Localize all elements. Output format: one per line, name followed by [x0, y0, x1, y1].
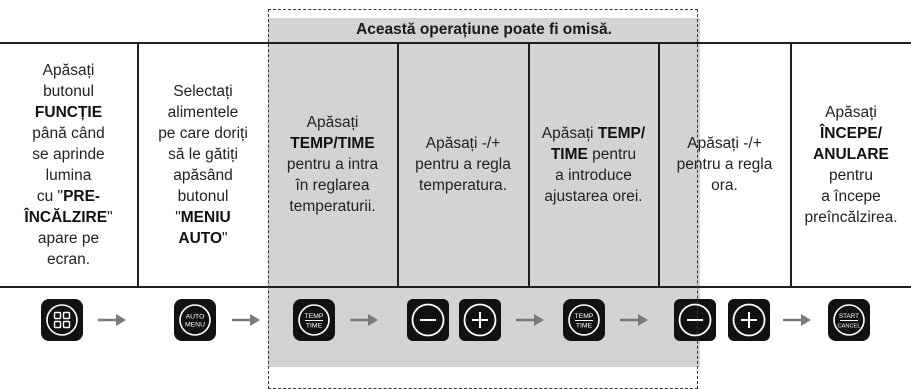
arrow-right-icon [783, 314, 811, 326]
minus-icon [407, 299, 449, 341]
step-text-run: pentru a intra [286, 156, 379, 173]
temp-time-label-2: TIME [306, 323, 323, 330]
step-bold-text: TIME [550, 145, 588, 163]
column-divider [137, 42, 139, 286]
step-bold-text: PRE- [63, 187, 101, 205]
step-text-run: a începe [821, 187, 881, 205]
step-text-run: pentru [829, 166, 873, 184]
arrow-right-icon [516, 314, 544, 326]
step-text-run: apare pe [37, 229, 100, 247]
plus-icon [459, 299, 501, 341]
step-4-instruction: Apăsați -/+ pentru a regla temperatura. [398, 43, 528, 286]
step-text-run: pentru a regla [415, 156, 511, 173]
auto-menu-label-2: MENU [185, 322, 205, 329]
step-bold-text: ÎNCEPE/ [819, 124, 882, 142]
step-bold-text: TEMP/TIME [290, 135, 375, 152]
temp-time-label-2: TIME [576, 323, 593, 330]
step-text-run: se aprinde [32, 145, 105, 163]
function-grid-icon [41, 299, 83, 341]
table-row-divider [0, 286, 911, 288]
temp-time-icon: TEMP TIME [293, 299, 335, 341]
step-text-run: ecran. [46, 250, 91, 268]
temp-time-label-1: TEMP [575, 313, 594, 320]
column-divider [397, 42, 399, 286]
step-text-run: " [107, 208, 113, 226]
arrow-right-icon [620, 314, 648, 326]
step-text-run: pentru a regla [676, 156, 773, 173]
step-text-run: Apăsați [42, 61, 95, 79]
step-bold-text: ANULARE [813, 145, 889, 163]
plus-icon [728, 299, 770, 341]
step-text-run: Apăsați [541, 124, 598, 142]
optional-steps-header: Această operațiune poate fi omisă. [356, 21, 612, 38]
step-text-run: Selectați [173, 82, 233, 100]
step-bold-text: FUNCȚIE [34, 103, 103, 121]
step-text-run: până când [32, 124, 105, 142]
step-text-run: lumina [45, 166, 92, 184]
arrow-right-icon [98, 314, 126, 326]
step-5-instruction: Apăsați TEMP/TIME pentru a introduce ajust… [529, 43, 658, 286]
step-text-run: Apăsați [306, 114, 359, 131]
step-text-run: pe care doriți [158, 124, 248, 142]
column-divider [528, 42, 530, 286]
start-cancel-label-1: START [839, 313, 859, 320]
step-text: Selectați alimentele pe care doriți să le g… [158, 81, 248, 249]
step-6-instruction: Apăsați -/+ pentru a regla ora. [659, 43, 790, 286]
step-2-instruction: Selectați alimentele pe care doriți să le g… [138, 43, 268, 286]
step-text-run: ora. [711, 177, 738, 194]
arrow-right-icon [350, 314, 378, 326]
step-text-run: " [175, 208, 181, 226]
step-bold-text: ÎNCĂLZIRE [24, 208, 108, 226]
step-text-run: a introduce [555, 166, 632, 184]
step-text: Apăsați -/+ pentru a regla ora. [677, 133, 773, 196]
step-text: Apăsați -/+ pentru a regla temperatura. [415, 133, 511, 196]
step-text-run: pentru [587, 145, 637, 163]
step-text-run: cu " [36, 187, 64, 205]
step-bold-text: AUTO [178, 229, 223, 247]
step-text-run: butonul [177, 187, 229, 205]
optional-steps-outline [268, 9, 698, 389]
step-text-run: Apăsați [825, 103, 877, 121]
auto-menu-icon: AUTO MENU [174, 299, 216, 341]
step-text-run: să le gătiți [168, 145, 238, 163]
step-bold-text: MENIU [180, 208, 231, 226]
step-text-run: alimentele [167, 103, 239, 121]
temp-time-label-1: TEMP [305, 313, 324, 320]
step-text-run: preîncălzirea. [804, 208, 898, 226]
step-bold-text: TEMP/ [597, 124, 646, 142]
step-text-run: butonul [43, 82, 94, 100]
step-text-run: în reglarea [295, 177, 370, 194]
auto-menu-label-1: AUTO [186, 314, 205, 321]
step-text-run: Apăsați -/+ [425, 135, 501, 152]
column-divider [790, 42, 792, 286]
step-text-run: apăsând [173, 166, 233, 184]
column-divider [658, 42, 660, 286]
step-text-run: Apăsați -/+ [687, 135, 762, 152]
step-text-run: temperaturii. [289, 198, 376, 215]
step-text: Apăsați TEMP/TIME pentru a introduce ajust… [542, 123, 645, 207]
minus-icon [674, 299, 716, 341]
start-cancel-label-2: CANCEL [838, 324, 861, 330]
start-cancel-icon: START CANCEL [828, 299, 870, 341]
step-text-run: " [222, 229, 228, 247]
step-text-run: temperatura. [419, 177, 507, 194]
arrow-right-icon [232, 314, 260, 326]
step-text-run: ajustarea orei. [544, 187, 643, 205]
temp-time-icon: TEMP TIME [563, 299, 605, 341]
table-top-border [0, 42, 911, 44]
